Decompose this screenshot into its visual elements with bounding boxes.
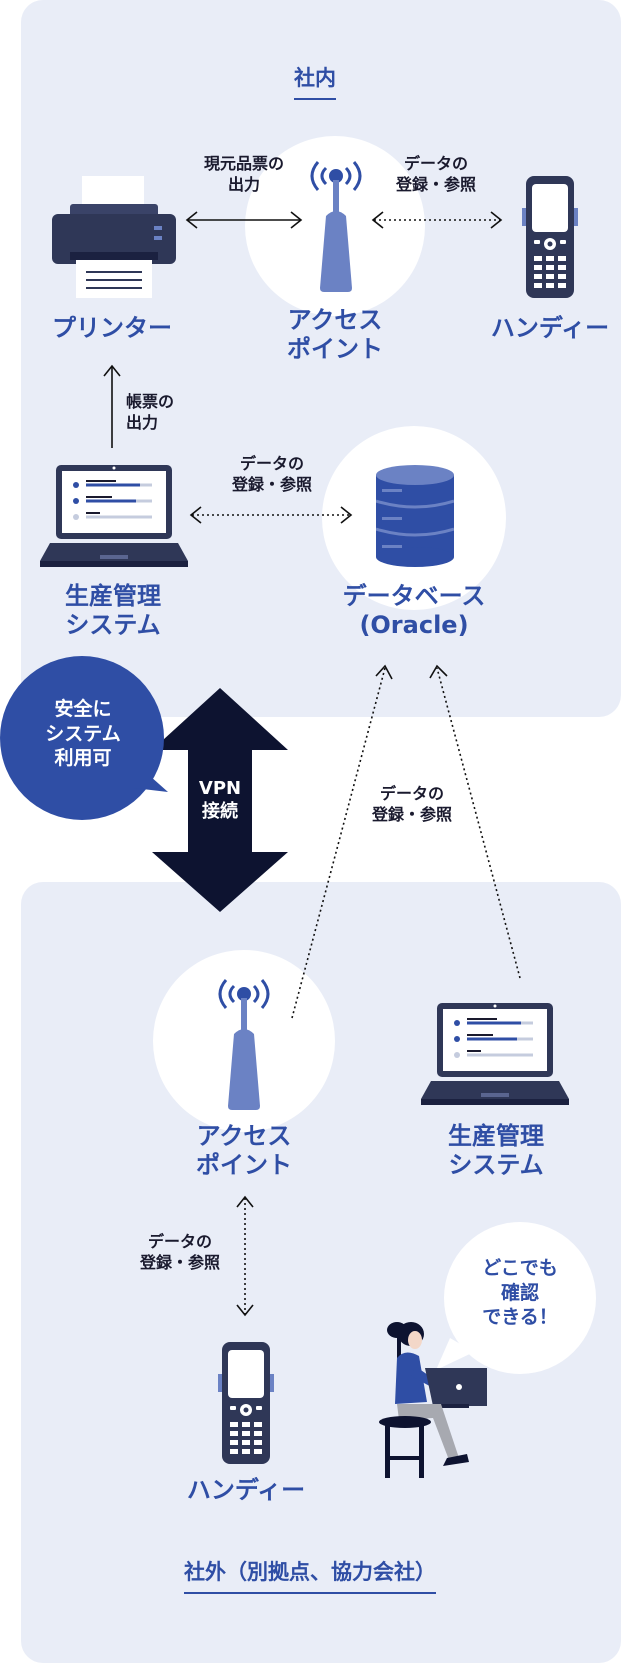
ap-handy-note: データの 登録・参照 xyxy=(395,154,476,194)
anywhere-bubble-text: どこでも 確認 できる！ xyxy=(482,1257,558,1329)
ap-handy-arrow xyxy=(371,211,503,229)
vpn-label: VPN 接続 xyxy=(198,778,242,823)
prod-printer-arrow xyxy=(103,364,121,448)
prod-db-arrow xyxy=(189,506,353,524)
remote-prod-db-arrow xyxy=(429,664,521,979)
remote-ap-db-arrow xyxy=(291,664,393,1019)
printer-ap-note: 現元品票の 出力 xyxy=(203,154,284,194)
outside-title: 社外（別拠点、協力会社） xyxy=(184,1556,436,1594)
printer-ap-arrow xyxy=(185,211,303,229)
printer-icon xyxy=(52,176,176,298)
access-point-icon xyxy=(310,161,362,292)
vpn-safety-text: 安全に システム 利用可 xyxy=(45,698,121,770)
access-point-label: アクセス ポイント xyxy=(287,306,383,364)
database-icon xyxy=(376,465,454,567)
handy-label: ハンディー xyxy=(490,314,610,342)
vpn-arrow xyxy=(152,688,288,912)
access-point-icon xyxy=(218,979,270,1110)
remote-ap-handy-note: データの 登録・参照 xyxy=(139,1232,220,1272)
person-with-laptop-icon xyxy=(379,1322,487,1478)
prod-printer-note: 帳票の 出力 xyxy=(126,392,175,432)
handy-terminal-icon xyxy=(218,1342,274,1464)
inside-title: 社内 xyxy=(294,62,336,100)
remote-access-point-label: アクセス ポイント xyxy=(196,1122,292,1180)
speech-bubble-outside xyxy=(436,1222,596,1374)
remote-handy-label: ハンディー xyxy=(186,1476,306,1504)
prod-db-note: データの 登録・参照 xyxy=(231,454,312,494)
production-system-label: 生産管理 システム xyxy=(65,582,161,640)
printer-label: プリンター xyxy=(52,314,172,342)
remote-db-note: データの 登録・参照 xyxy=(371,784,452,824)
remote-ap-handy-arrow xyxy=(236,1195,254,1317)
database-label: データベース (Oracle) xyxy=(342,582,486,640)
remote-production-system-label: 生産管理 システム xyxy=(448,1122,544,1180)
inside-panel xyxy=(21,0,621,717)
vpn-safety-bubble xyxy=(0,656,168,820)
laptop-icon xyxy=(421,1003,569,1105)
handy-terminal-icon xyxy=(522,176,578,298)
laptop-icon xyxy=(40,465,188,567)
